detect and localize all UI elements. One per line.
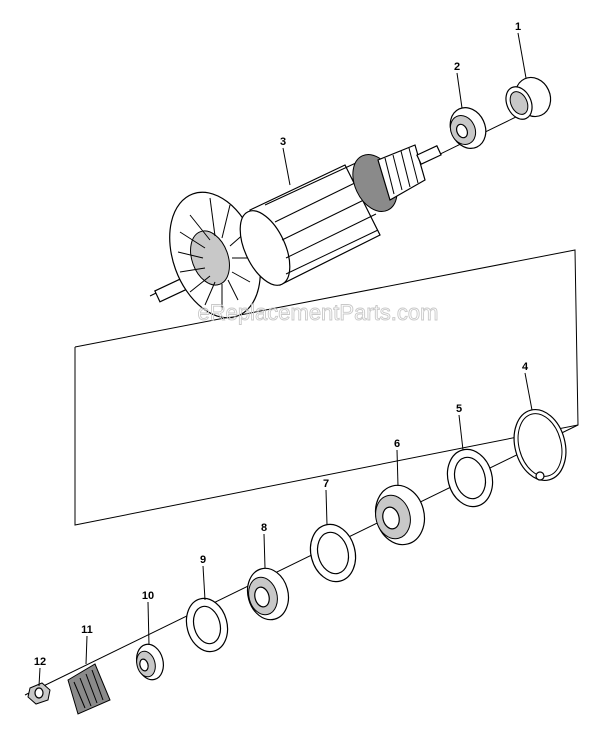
callout-6: 6 <box>394 438 400 450</box>
callout-2: 2 <box>454 61 460 73</box>
part-12-nut[interactable] <box>27 682 51 705</box>
part-11-pinion-gear[interactable] <box>67 663 111 715</box>
leader-lines <box>38 32 533 687</box>
part-10-spacer-collar[interactable] <box>133 641 167 683</box>
part-3-armature[interactable] <box>153 144 442 330</box>
part-6-ball-bearing[interactable] <box>369 480 431 550</box>
watermark-text: eReplacementParts.com <box>198 300 439 325</box>
callout-7: 7 <box>323 478 329 490</box>
part-8-bearing[interactable] <box>242 564 294 625</box>
callout-4: 4 <box>522 361 529 373</box>
lower-axis-line <box>24 424 579 696</box>
callout-1: 1 <box>515 21 521 33</box>
callout-10: 10 <box>142 590 154 602</box>
part-5-washer[interactable] <box>441 444 499 511</box>
part-9-washer[interactable] <box>181 594 234 657</box>
part-2-ball-bearing[interactable] <box>444 102 493 154</box>
callout-11: 11 <box>81 624 93 636</box>
part-1-bearing-sleeve[interactable] <box>501 72 557 124</box>
callout-5: 5 <box>456 403 462 415</box>
part-4-circlip[interactable] <box>507 404 574 486</box>
callout-9: 9 <box>200 554 206 566</box>
callout-8: 8 <box>261 522 267 534</box>
part-7-washer[interactable] <box>304 519 362 586</box>
callout-12: 12 <box>34 656 46 668</box>
callout-3: 3 <box>280 136 286 148</box>
